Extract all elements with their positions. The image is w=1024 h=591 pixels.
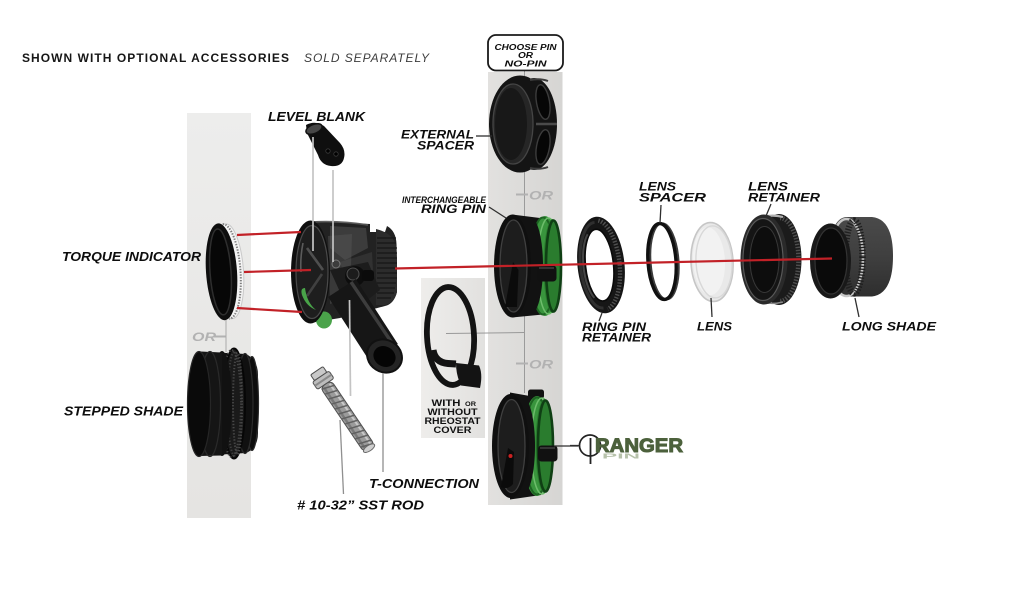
svg-text:LENS: LENS xyxy=(639,182,676,194)
svg-text:LENS: LENS xyxy=(697,322,732,334)
svg-text:# 10-32” SST ROD: # 10-32” SST ROD xyxy=(297,499,424,513)
svg-text:RETAINER: RETAINER xyxy=(748,193,821,205)
svg-text:RHEOSTAT: RHEOSTAT xyxy=(425,416,482,426)
svg-text:WITH: WITH xyxy=(432,398,461,408)
svg-text:SPACER: SPACER xyxy=(639,193,707,205)
svg-text:COVER: COVER xyxy=(434,425,473,435)
svg-text:SOLD SEPARATELY: SOLD SEPARATELY xyxy=(304,51,430,65)
svg-text:RING PIN: RING PIN xyxy=(582,322,647,334)
svg-text:EXTERNAL: EXTERNAL xyxy=(401,130,474,142)
svg-text:T-CONNECTION: T-CONNECTION xyxy=(369,477,480,491)
svg-text:WITHOUT: WITHOUT xyxy=(428,407,479,417)
svg-text:OR: OR xyxy=(192,332,217,344)
svg-text:LONG SHADE: LONG SHADE xyxy=(842,322,936,334)
svg-text:INTERCHANGEABLE: INTERCHANGEABLE xyxy=(402,195,487,205)
svg-text:RANGER: RANGER xyxy=(595,436,683,457)
svg-text:LENS: LENS xyxy=(748,182,788,194)
svg-text:SPACER: SPACER xyxy=(417,141,475,153)
svg-text:OR: OR xyxy=(529,360,554,372)
svg-text:SHOWN WITH OPTIONAL ACCESSORIE: SHOWN WITH OPTIONAL ACCESSORIES xyxy=(22,51,289,65)
svg-text:OR: OR xyxy=(465,401,476,408)
svg-text:OR: OR xyxy=(518,51,533,60)
svg-text:NO-PIN: NO-PIN xyxy=(505,60,547,69)
svg-text:STEPPED SHADE: STEPPED SHADE xyxy=(64,405,184,419)
svg-text:PIN: PIN xyxy=(602,452,640,461)
svg-text:RING PIN: RING PIN xyxy=(421,204,487,216)
svg-text:OR: OR xyxy=(529,191,554,203)
svg-text:LEVEL BLANK: LEVEL BLANK xyxy=(268,110,366,124)
svg-text:RETAINER: RETAINER xyxy=(582,333,652,345)
svg-text:TORQUE INDICATOR: TORQUE INDICATOR xyxy=(62,250,201,264)
svg-text:CHOOSE PIN: CHOOSE PIN xyxy=(495,43,557,52)
